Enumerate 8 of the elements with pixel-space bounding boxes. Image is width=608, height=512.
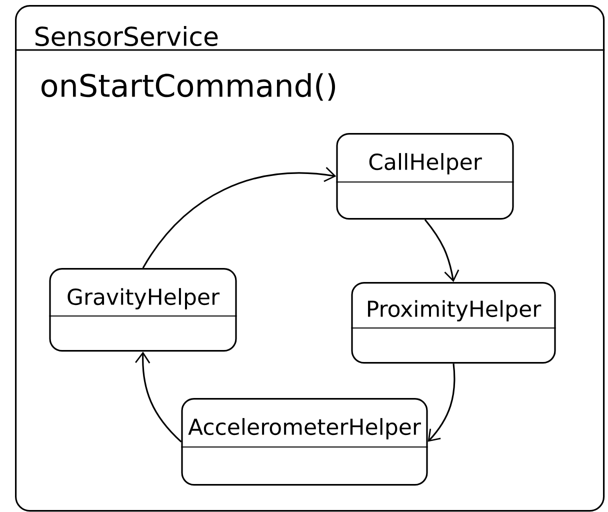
arrow — [428, 364, 456, 442]
state-box: AccelerometerHelper — [180, 398, 428, 486]
state-box: GravityHelper — [48, 268, 238, 352]
arrow — [142, 167, 336, 268]
arrow — [135, 352, 182, 442]
arrow — [424, 219, 460, 282]
state-box: ProximityHelper — [350, 282, 556, 364]
state-box: CallHelper — [336, 133, 514, 220]
